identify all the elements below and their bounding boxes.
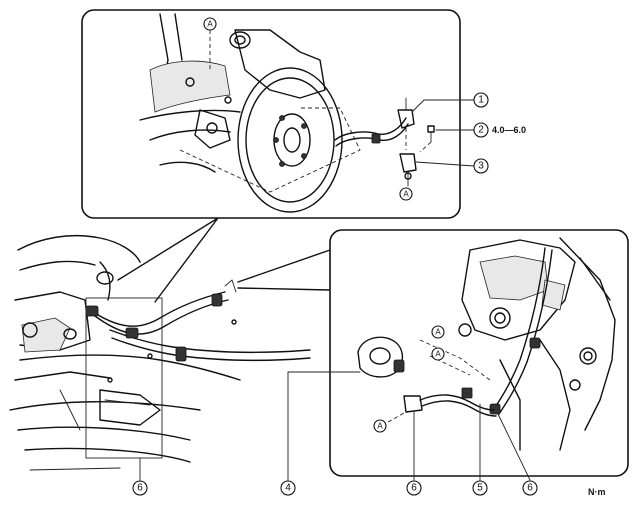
callout-1: 1 [473, 92, 489, 108]
unit-label: N·m [588, 487, 606, 497]
svg-text:3: 3 [478, 161, 484, 172]
svg-text:2: 2 [478, 125, 484, 136]
svg-text:4: 4 [285, 483, 291, 494]
svg-text:A: A [435, 350, 441, 359]
leader-lines [117, 217, 331, 303]
callout-3: 3 [473, 158, 489, 174]
svg-text:6: 6 [137, 483, 143, 494]
marker-a-top-left: A [203, 17, 217, 31]
callout-6-right: 6 [522, 480, 538, 496]
marker-a-right-1: A [431, 325, 445, 339]
svg-text:A: A [403, 190, 409, 199]
svg-text:A: A [207, 20, 213, 29]
callout-5: 5 [472, 480, 488, 496]
vehicle-underbody-drawing [9, 234, 311, 471]
callout-2: 2 [473, 122, 489, 138]
marker-a-right-2: A [431, 347, 445, 361]
rear-sensor-detail-panel [287, 229, 629, 481]
svg-text:A: A [435, 328, 441, 337]
marker-a-top-bottom: A [399, 187, 413, 201]
marker-a-right-3: A [373, 419, 387, 433]
callout-4: 4 [280, 480, 296, 496]
callout-6-left: 6 [132, 457, 148, 496]
svg-text:1: 1 [478, 95, 484, 106]
callout-6-mid: 6 [406, 480, 422, 496]
svg-text:6: 6 [527, 483, 533, 494]
svg-text:A: A [377, 422, 383, 431]
svg-text:5: 5 [477, 483, 483, 494]
svg-text:6: 6 [411, 483, 417, 494]
torque-value: 4.0—6.0 [492, 125, 526, 135]
front-sensor-detail-panel [81, 9, 475, 219]
